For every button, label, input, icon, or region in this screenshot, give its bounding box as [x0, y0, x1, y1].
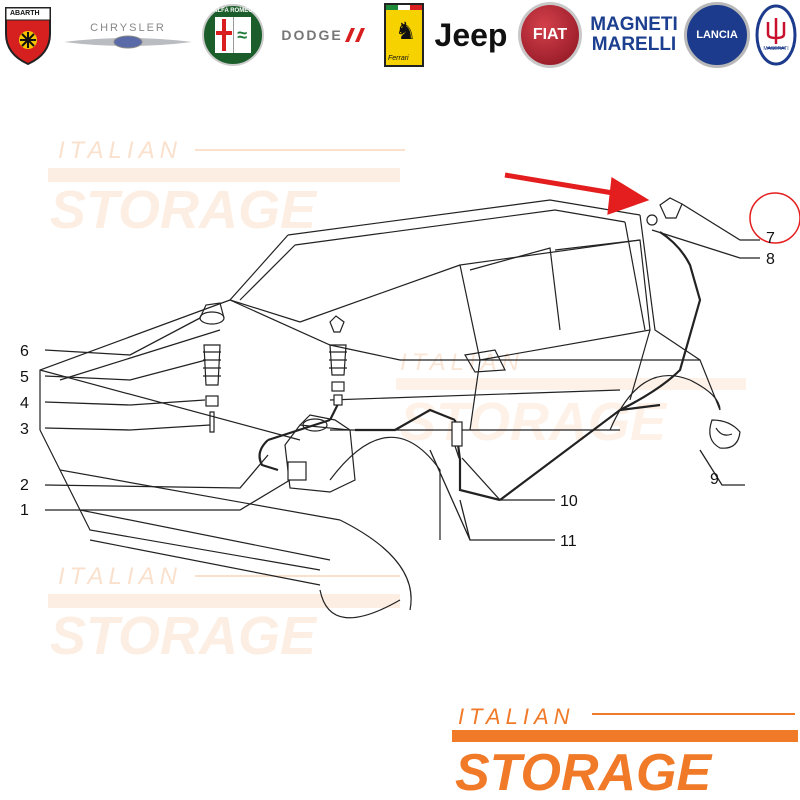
watermark-middle: ITALIAN STORAGE — [396, 349, 746, 452]
callout-6: 6 — [20, 343, 29, 360]
callout-5: 5 — [20, 369, 29, 386]
alfa-romeo-text: ALFA ROMEO — [213, 8, 253, 14]
callout-8: 8 — [766, 251, 775, 268]
lancia-text: LANCIA — [696, 29, 738, 41]
chrysler-text: CHRYSLER — [90, 22, 166, 34]
logo-line1: ITALIAN — [458, 704, 575, 729]
highlight-circle — [749, 192, 800, 244]
maserati-text: MASERATI — [763, 46, 789, 52]
watermark-lower-line1: ITALIAN — [58, 563, 182, 590]
chrysler-logo: CHRYSLER — [62, 4, 194, 66]
callout-1: 1 — [20, 502, 29, 519]
callout-3: 3 — [20, 421, 29, 438]
callout-11: 11 — [560, 533, 577, 550]
fiat-text: FIAT — [532, 26, 568, 43]
abarth-logo: ABARTH — [2, 4, 54, 66]
watermark-lower: ITALIAN STORAGE — [48, 563, 400, 666]
magneti-marelli-line1: MAGNETI — [590, 14, 678, 35]
dodge-logo: DODGE — [270, 4, 378, 66]
rear-nozzle — [646, 197, 683, 226]
highlight-arrow — [504, 172, 650, 215]
jeep-text: Jeep — [434, 16, 508, 53]
watermark-lower-line2: STORAGE — [50, 606, 318, 666]
callout-9: 9 — [710, 471, 719, 488]
callout-2: 2 — [20, 477, 29, 494]
magneti-marelli-line2: MARELLI — [591, 34, 677, 55]
washer-reservoir — [284, 414, 356, 493]
connector-part-10 — [451, 421, 463, 459]
ferrari-logo: ♞ Ferrari — [384, 3, 424, 67]
italian-storage-logo: ITALIAN STORAGE — [452, 704, 798, 800]
watermark-top-line2: STORAGE — [50, 180, 318, 240]
watermark-top-line1: ITALIAN — [58, 137, 182, 164]
jeep-logo: Jeep — [428, 4, 514, 66]
watermark-middle-line2: STORAGE — [400, 392, 668, 452]
callout-10: 10 — [560, 493, 578, 510]
abarth-text: ABARTH — [10, 10, 40, 17]
fiat-logo: FIAT — [518, 2, 582, 68]
logo-line2: STORAGE — [455, 744, 713, 800]
ferrari-text: Ferrari — [388, 55, 409, 62]
watermark-top: ITALIAN STORAGE — [48, 137, 405, 240]
brand-logo-bar: ABARTH CHRYSLER ≈ ALFA ROMEO DODGE — [0, 0, 800, 70]
watermark-middle-line1: ITALIAN — [400, 349, 524, 376]
lancia-logo: LANCIA — [684, 2, 750, 68]
front-nozzle-stack — [199, 302, 225, 433]
clip-part-9 — [709, 419, 741, 449]
center-nozzle-stack — [329, 315, 347, 406]
dodge-text: DODGE — [281, 27, 343, 43]
magneti-marelli-logo: MAGNETI MARELLI — [588, 4, 680, 66]
callout-4: 4 — [20, 395, 29, 412]
car-body-outline — [39, 199, 721, 619]
maserati-logo: MASERATI — [754, 4, 798, 66]
alfa-romeo-logo: ≈ ALFA ROMEO — [202, 4, 264, 66]
callout-leaders — [44, 203, 760, 541]
callout-7: 7 — [766, 230, 775, 247]
washer-hoses — [258, 231, 702, 502]
